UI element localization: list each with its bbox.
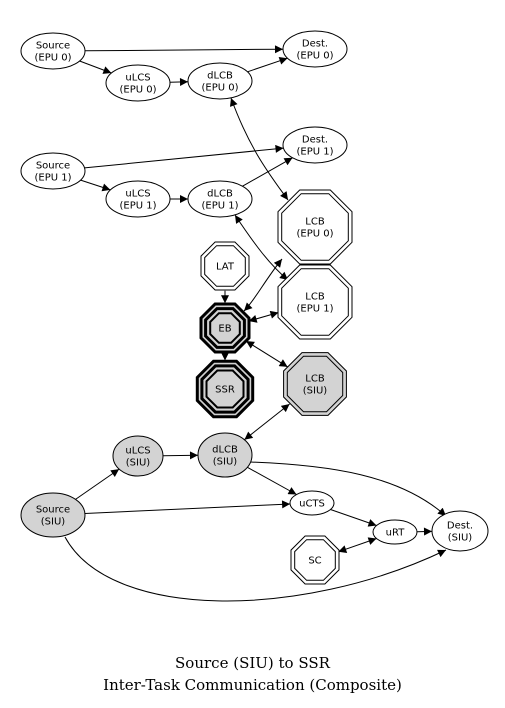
node-label: uCTS bbox=[299, 499, 325, 510]
diagram-subtitle: Inter-Task Communication (Composite) bbox=[103, 676, 402, 694]
node-label: dLCB bbox=[207, 71, 233, 82]
node-label: (SIU) bbox=[303, 386, 328, 397]
node-label: EB bbox=[218, 324, 231, 335]
edge-src1-ulcs1 bbox=[80, 179, 111, 192]
node-label: Dest. bbox=[447, 521, 473, 532]
node-lcb1: LCB(EPU 1) bbox=[277, 264, 353, 340]
node-label: SC bbox=[308, 556, 321, 567]
node-dlcb1: dLCB(EPU 1) bbox=[187, 180, 253, 218]
edge-srcsiu-destsiu bbox=[64, 536, 447, 602]
edge-dlcb0-lcb0 bbox=[229, 97, 289, 201]
node-label: (EPU 0) bbox=[296, 51, 333, 62]
node-label: (EPU 1) bbox=[296, 147, 333, 158]
node-label: uRT bbox=[386, 528, 406, 539]
node-label: Source bbox=[36, 161, 70, 172]
node-label: dLCB bbox=[212, 445, 238, 456]
edge-dlcbsiu-destsiu bbox=[249, 461, 447, 517]
node-label: (SIU) bbox=[213, 457, 238, 468]
edge-src0-ulcs0 bbox=[79, 60, 112, 74]
node-label: LCB bbox=[305, 374, 325, 385]
node-lcb0: LCB(EPU 0) bbox=[277, 189, 353, 265]
node-ssr: SSR bbox=[195, 359, 255, 419]
node-lat: LAT bbox=[200, 241, 250, 291]
node-label: uLCS bbox=[125, 189, 150, 200]
node-label: (EPU 0) bbox=[201, 83, 238, 94]
node-label: SSR bbox=[215, 385, 235, 396]
edge-lcb1-eb bbox=[248, 310, 279, 323]
edge-lcb0-eb bbox=[243, 258, 283, 312]
node-label: (SIU) bbox=[41, 517, 66, 528]
node-label: (EPU 1) bbox=[296, 304, 333, 315]
edge-ucts-urt bbox=[330, 509, 377, 527]
node-urt: uRT bbox=[372, 519, 418, 545]
node-eb: EB bbox=[199, 302, 251, 354]
node-destsiu: Dest.(SIU) bbox=[431, 510, 489, 552]
node-label: dLCB bbox=[207, 189, 233, 200]
edge-sc-urt bbox=[338, 537, 377, 553]
edge-lcbsiu-dlcbsiu bbox=[244, 403, 290, 441]
node-label: (SIU) bbox=[448, 533, 473, 544]
edge-dlcb1-dest1 bbox=[242, 157, 293, 187]
node-ulcs0: uLCS(EPU 0) bbox=[105, 64, 171, 102]
node-dest0: Dest.(EPU 0) bbox=[282, 30, 348, 68]
node-label: (SIU) bbox=[126, 458, 151, 469]
edge-srcsiu-ulcssiu bbox=[75, 468, 120, 500]
node-label: uLCS bbox=[125, 446, 150, 457]
node-label: (EPU 0) bbox=[119, 85, 156, 96]
node-dlcbsiu: dLCB(SIU) bbox=[197, 432, 253, 478]
node-src0: Source(EPU 0) bbox=[20, 32, 86, 70]
node-dest1: Dest.(EPU 1) bbox=[282, 126, 348, 164]
node-label: Dest. bbox=[302, 135, 328, 146]
node-label: (EPU 1) bbox=[201, 201, 238, 212]
node-label: Source bbox=[36, 41, 70, 52]
node-label: (EPU 1) bbox=[119, 201, 156, 212]
node-label: (EPU 1) bbox=[34, 173, 71, 184]
node-ucts: uCTS bbox=[289, 490, 335, 516]
node-ulcssiu: uLCS(SIU) bbox=[112, 435, 164, 477]
node-label: LAT bbox=[216, 262, 235, 273]
edge-src1-dest1 bbox=[84, 144, 284, 169]
edge-dlcb0-dest0 bbox=[247, 56, 288, 73]
node-dlcb0: dLCB(EPU 0) bbox=[187, 62, 253, 100]
edge-src0-dest0 bbox=[84, 45, 284, 54]
node-label: (EPU 0) bbox=[296, 229, 333, 240]
node-label: LCB bbox=[305, 292, 325, 303]
node-sc: SC bbox=[290, 535, 340, 585]
node-ulcs1: uLCS(EPU 1) bbox=[105, 180, 171, 218]
edge-srcsiu-ucts bbox=[84, 500, 291, 514]
edge-dlcbsiu-ucts bbox=[247, 466, 297, 495]
node-label: Source bbox=[36, 505, 70, 516]
node-srcsiu: Source(SIU) bbox=[20, 492, 86, 538]
diagram-title: Source (SIU) to SSR bbox=[175, 654, 330, 672]
node-src1: Source(EPU 1) bbox=[20, 152, 86, 190]
edge-eb-lcbsiu bbox=[245, 340, 288, 368]
node-label: LCB bbox=[305, 217, 325, 228]
node-label: Dest. bbox=[302, 39, 328, 50]
communication-graph: Source(EPU 0)uLCS(EPU 0)dLCB(EPU 0)Dest.… bbox=[20, 30, 489, 602]
node-lcbsiu: LCB(SIU) bbox=[283, 352, 347, 416]
node-label: (EPU 0) bbox=[34, 53, 71, 64]
node-label: uLCS bbox=[125, 73, 150, 84]
edge-dlcb1-lcb1 bbox=[234, 214, 289, 281]
